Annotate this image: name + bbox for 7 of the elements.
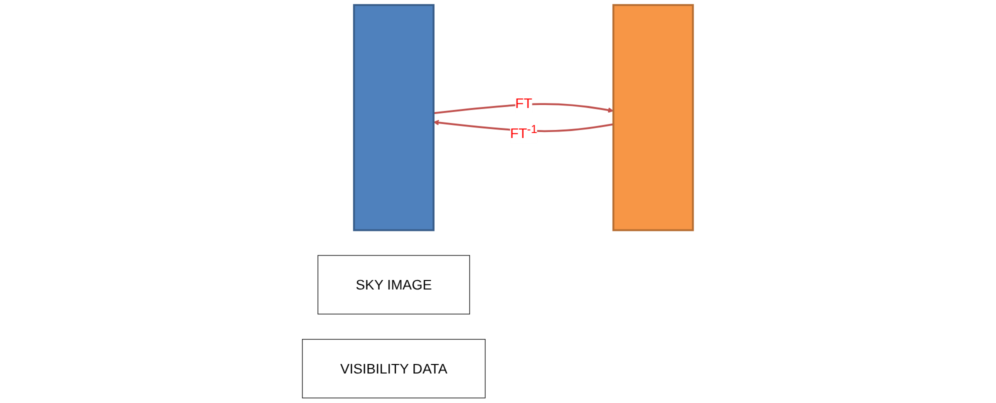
edge-label: FT xyxy=(516,95,533,111)
arrow xyxy=(434,103,614,114)
node-box: SKY IMAGE xyxy=(318,255,470,314)
node-box xyxy=(353,4,435,232)
node-box xyxy=(612,4,694,232)
edge-label: FT$^{-1}$ xyxy=(510,122,538,142)
node-box: VISIBILITY DATA xyxy=(302,338,486,398)
